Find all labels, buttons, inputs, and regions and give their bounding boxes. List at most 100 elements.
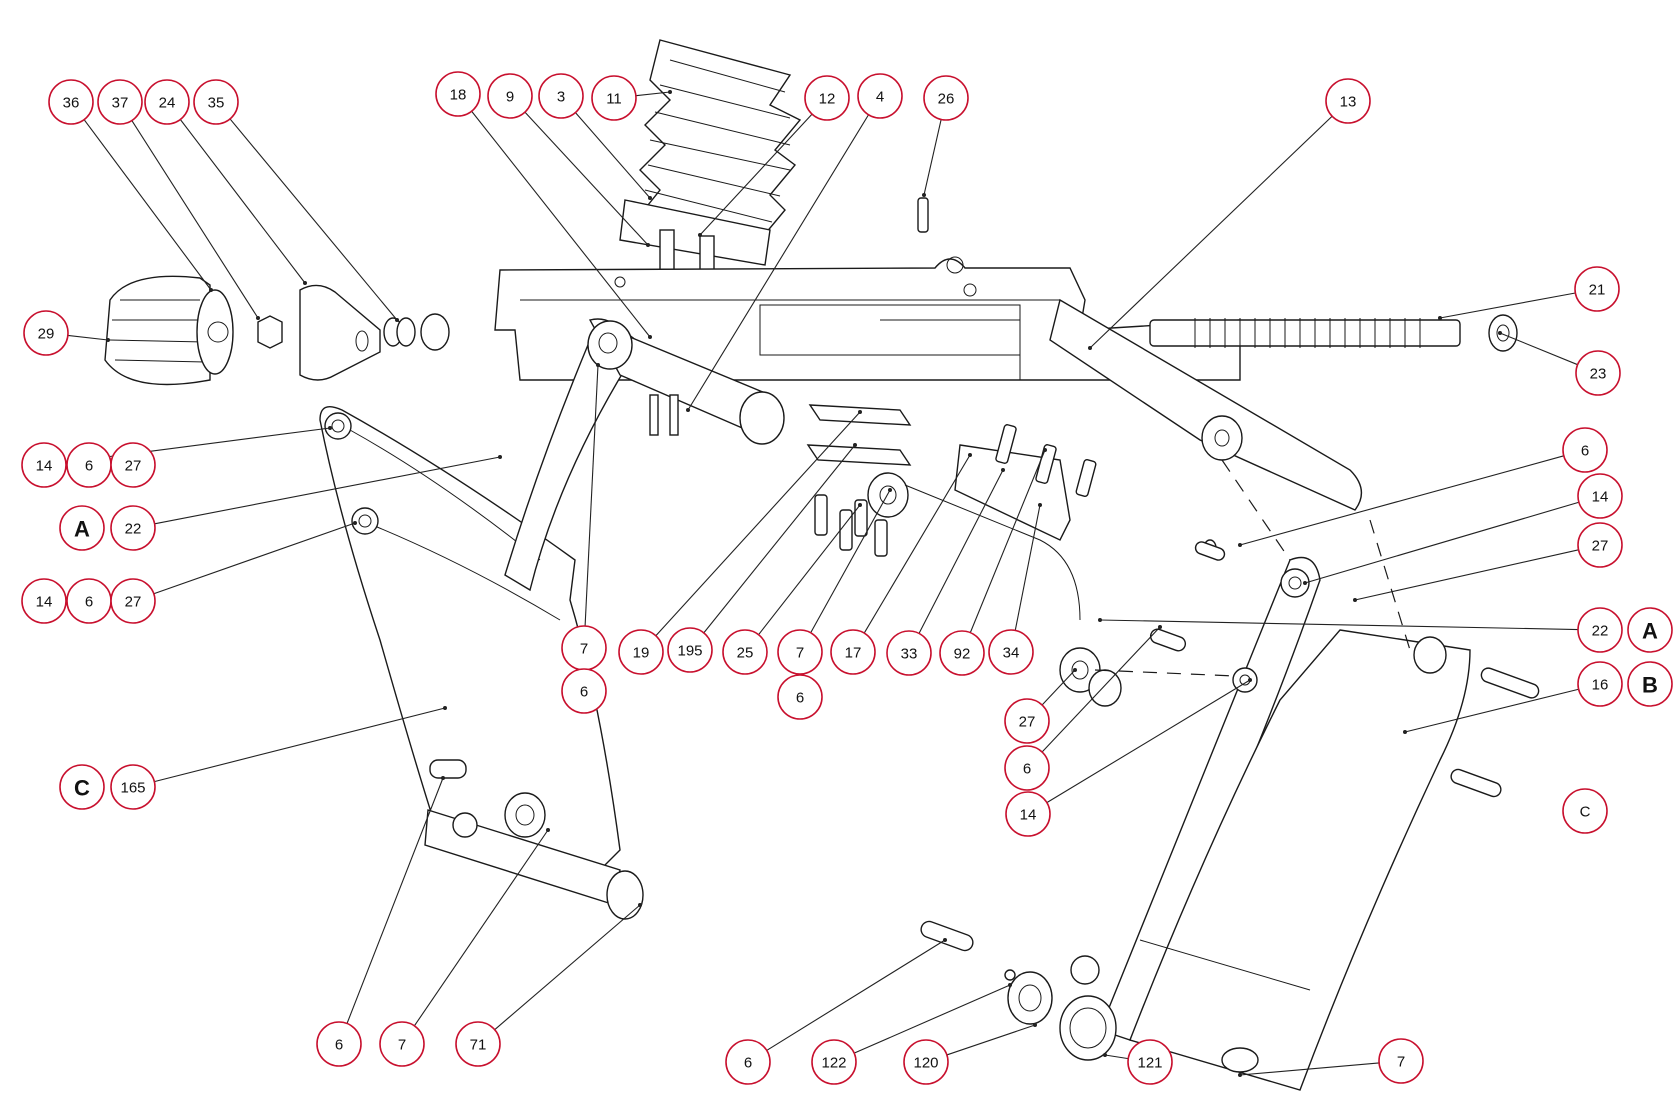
callout-circle — [1627, 607, 1673, 653]
callout-circle — [1378, 1038, 1424, 1084]
leader-dot-c16 — [1403, 730, 1407, 734]
callout-label: 7 — [796, 645, 804, 662]
callout-c14a: 14 — [21, 442, 67, 488]
callout-c14b: 14 — [21, 578, 67, 624]
leader-dot-c9 — [646, 243, 650, 247]
callout-label: 27 — [125, 458, 142, 475]
leader-line-c23 — [1499, 332, 1578, 366]
callout-circle — [97, 79, 143, 125]
leader-line-c35 — [229, 118, 398, 321]
callout-label: 165 — [120, 780, 145, 797]
callout-label: 16 — [1592, 677, 1609, 694]
callout-circle — [110, 505, 156, 551]
leader-dot-c27c — [1353, 598, 1357, 602]
leader-line-c122 — [853, 984, 1011, 1054]
callout-circle — [144, 79, 190, 125]
leader-dot-c121 — [1103, 1053, 1107, 1057]
callout-circle — [923, 75, 969, 121]
leader-dot-c6f — [1158, 625, 1162, 629]
callout-circle — [725, 1039, 771, 1085]
callout-circle — [1127, 1039, 1173, 1085]
leader-line-c14c — [1304, 501, 1580, 584]
leader-dot-c122 — [1008, 983, 1012, 987]
callout-label: 121 — [1137, 1055, 1162, 1072]
callout-label: 6 — [580, 684, 588, 701]
callout-c16: 16 — [1577, 661, 1623, 707]
callout-label: 22 — [125, 521, 142, 538]
callout-label: 35 — [208, 95, 225, 112]
leader-line-c25 — [758, 504, 861, 636]
callout-label: 19 — [633, 645, 650, 662]
callout-c26: 26 — [923, 75, 969, 121]
callout-c22a: 22 — [110, 505, 156, 551]
leader-dot-c3 — [648, 196, 652, 200]
callout-label: 71 — [470, 1037, 487, 1054]
callout-label: B — [1642, 673, 1658, 698]
callout-label: 34 — [1003, 645, 1020, 662]
callout-label: C — [74, 776, 90, 801]
leader-line-c120 — [946, 1024, 1036, 1056]
callout-circle — [1627, 661, 1673, 707]
callout-label: 36 — [63, 95, 80, 112]
callout-label: 17 — [845, 645, 862, 662]
leader-dot-c11 — [668, 90, 672, 94]
leader-dot-c37 — [256, 316, 260, 320]
callout-circle — [487, 73, 533, 119]
leader-line-c7a — [584, 364, 599, 627]
leader-line-c22a — [154, 456, 501, 525]
callout-circle — [538, 73, 584, 119]
callout-circle — [435, 71, 481, 117]
callout-c7b: 7 — [777, 629, 823, 675]
leader-line-c19 — [655, 411, 861, 637]
callout-c6c: 6 — [561, 668, 607, 714]
callout-c27c: 27 — [1577, 522, 1623, 568]
callout-c35: 35 — [193, 79, 239, 125]
leader-line-c27b — [153, 522, 356, 595]
leader-line-c18 — [471, 110, 651, 338]
leader-line-c7b — [810, 489, 891, 634]
callout-circle — [886, 630, 932, 676]
leader-line-c9 — [524, 111, 649, 246]
callout-circle — [1562, 427, 1608, 473]
callout-c27b: 27 — [110, 578, 156, 624]
leader-dot-c25 — [858, 503, 862, 507]
leader-dot-c7b — [888, 488, 892, 492]
leader-line-c71 — [494, 904, 641, 1031]
leader-line-c165 — [154, 707, 446, 783]
callout-label: 33 — [901, 646, 918, 663]
callout-cC2: C — [1562, 788, 1608, 834]
callout-label: 3 — [557, 89, 565, 106]
leader-line-c21 — [1439, 292, 1576, 319]
leader-dot-c35 — [395, 318, 399, 322]
leader-dot-c33 — [1001, 468, 1005, 472]
leader-dot-c29 — [106, 338, 110, 342]
right-upper-lever-part — [1049, 298, 1411, 651]
callout-c33: 33 — [886, 630, 932, 676]
callout-circle — [1562, 788, 1608, 834]
leader-dot-c7a — [596, 363, 600, 367]
leader-dot-c14d — [1248, 678, 1252, 682]
callout-circle — [59, 764, 105, 810]
callout-c6h: 6 — [725, 1039, 771, 1085]
callout-circle — [1577, 661, 1623, 707]
callout-label: 13 — [1340, 94, 1357, 111]
callout-label: 25 — [737, 645, 754, 662]
callout-label: 7 — [580, 641, 588, 658]
callout-c7c: 7 — [379, 1021, 425, 1067]
callout-c27d: 27 — [1004, 698, 1050, 744]
callout-circle — [110, 578, 156, 624]
callout-c9: 9 — [487, 73, 533, 119]
left-arm-part — [504, 318, 785, 592]
leader-line-c29 — [67, 334, 109, 341]
callout-c29: 29 — [23, 310, 69, 356]
callout-c6e: 6 — [1562, 427, 1608, 473]
callout-label: 14 — [36, 458, 53, 475]
callout-label: 6 — [85, 458, 93, 475]
leader-line-c92 — [969, 449, 1046, 633]
right-side-link-part — [1099, 556, 1540, 1091]
callout-c11: 11 — [591, 75, 637, 121]
callout-circle — [804, 75, 850, 121]
callout-circle — [1325, 78, 1371, 124]
callout-label: 27 — [1019, 714, 1036, 731]
